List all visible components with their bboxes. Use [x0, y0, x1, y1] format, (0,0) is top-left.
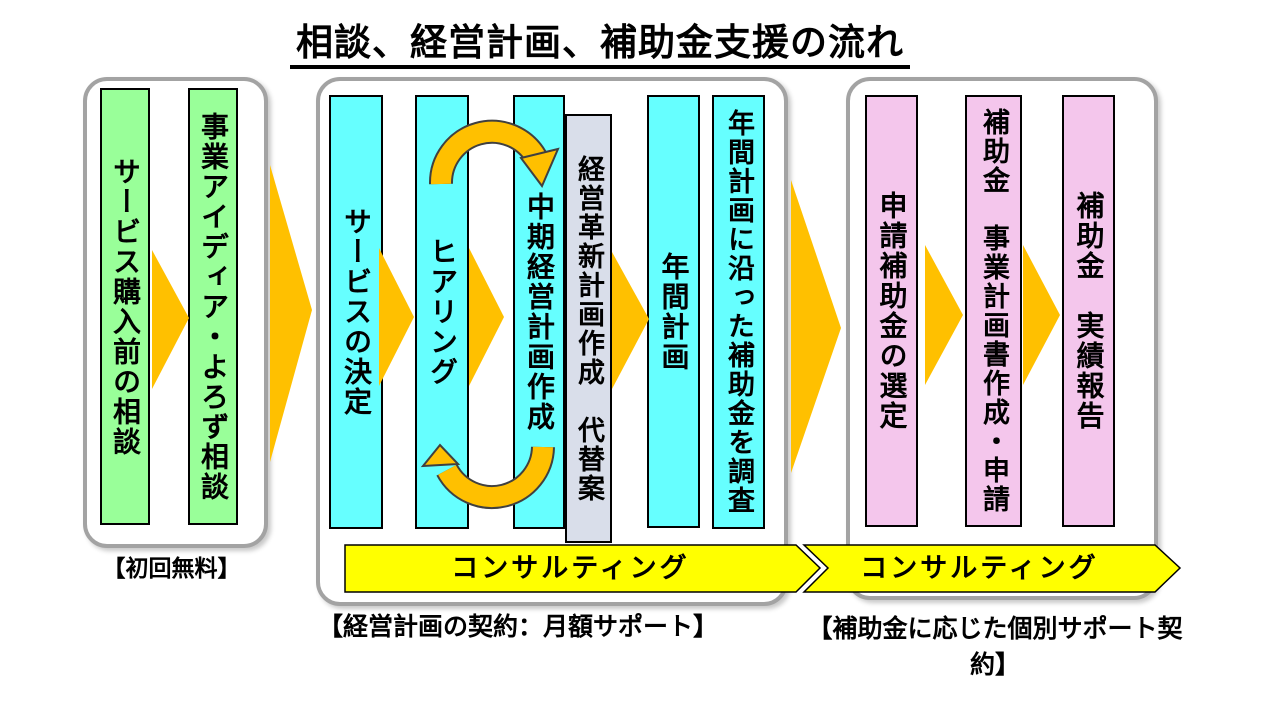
consulting-banner-label-1: コンサルティング — [451, 553, 690, 583]
bar-subsidy-selection: 申請補助金の選定 — [865, 95, 918, 527]
bar-subsidy-result-report: 補助金 実績報告 — [1062, 95, 1115, 527]
caption-individual-support-contract: 【補助金に応じた個別サポート契約】 — [807, 615, 1183, 679]
bar-subsidy-application: 補助金 事業計画書作成・申請 — [965, 95, 1022, 527]
bar-annual-plan: 年間計画 — [647, 95, 700, 528]
bar-subsidy-research: 年間計画に沿った補助金を調査 — [712, 95, 765, 529]
flow-arrow-icon-group2-group3 — [791, 180, 841, 473]
bar-innovation-plan-alternative: 経営革新計画作成 代替案 — [565, 114, 612, 543]
bar-label: サービスの決定 — [341, 207, 372, 417]
caption-first-free: 【初回無料】 — [102, 555, 241, 581]
bar-label: 中期経営計画作成 — [524, 192, 555, 432]
bar-label: 年間計画に沿った補助金を調査 — [724, 109, 754, 515]
bar-label: 申請補助金の選定 — [876, 191, 908, 431]
consulting-banner-label-2: コンサルティング — [860, 553, 1099, 583]
bar-label: 補助金 事業計画書作成・申請 — [979, 108, 1009, 514]
bar-label: 経営革新計画作成 代替案 — [574, 154, 604, 503]
bar-label: 補助金 実績報告 — [1073, 191, 1105, 431]
bar-service-purchase-pre-consultation: サービス購入前の相談 — [100, 88, 150, 525]
bar-midterm-management-plan: 中期経営計画作成 — [513, 95, 565, 529]
bar-label: ヒアリング — [427, 237, 458, 387]
bar-label: 年間計画 — [658, 251, 690, 372]
diagram-title: 相談、経営計画、補助金支援の流れ — [0, 12, 1200, 69]
bar-service-decision: サービスの決定 — [329, 95, 383, 529]
bar-business-idea-yorozu-consultation: 事業アイディア・よろず相談 — [188, 88, 238, 525]
bar-label: 事業アイディア・よろず相談 — [198, 111, 229, 502]
caption-monthly-support-contract: 【経営計画の契約：月額サポート】 — [318, 613, 719, 641]
bar-label: サービス購入前の相談 — [110, 156, 141, 457]
flow-arrow-icon-group1-group2 — [270, 165, 312, 462]
bar-hearing: ヒアリング — [415, 95, 469, 529]
